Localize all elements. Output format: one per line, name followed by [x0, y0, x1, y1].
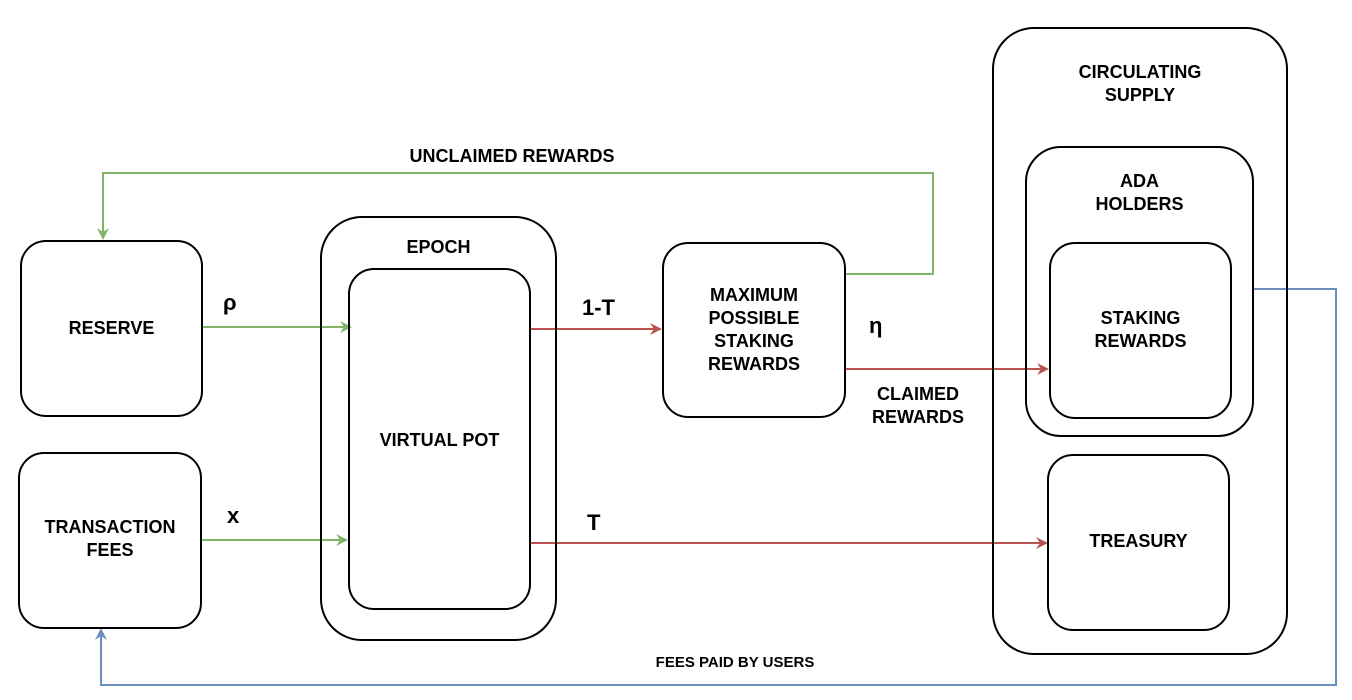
edge-fees-paid-to-fees [95, 288, 1337, 686]
one-minus-t-label: 1-T [582, 295, 615, 320]
treasury-box [1047, 454, 1230, 631]
staking-rewards-label: STAKING REWARDS [1094, 308, 1187, 351]
epoch-label: EPOCH [406, 237, 471, 257]
t-label: T [587, 510, 601, 535]
virtual-pot-box [348, 268, 531, 610]
circulating-supply-label: CIRCULATING SUPPLY [1078, 62, 1202, 105]
ada-holders-box [1025, 146, 1254, 437]
reserve-box [20, 240, 203, 417]
claimed-rewards-label: CLAIMED REWARDS [871, 384, 964, 427]
max-rewards-box [662, 242, 846, 418]
unclaimed-rewards-label: UNCLAIMED REWARDS [409, 146, 615, 166]
transaction-fees-label: TRANSACTION FEES [44, 517, 176, 560]
edge-unclaimed-to-reserve [97, 172, 934, 275]
treasury-label: TREASURY [1089, 531, 1188, 551]
eta-label: η [869, 313, 883, 338]
circulating-supply-box [992, 27, 1288, 655]
transaction-fees-box [18, 452, 202, 629]
max-rewards-label: MAXIMUM POSSIBLE STAKING REWARDS [707, 285, 800, 374]
reserve-label: RESERVE [68, 318, 155, 338]
virtual-pot-label: VIRTUAL POT [379, 430, 500, 450]
x-label: x [227, 503, 240, 528]
staking-rewards-box [1049, 242, 1232, 419]
epoch-box [320, 216, 557, 641]
ada-holders-label: ADA HOLDERS [1095, 171, 1184, 214]
fees-paid-by-users-label: FEES PAID BY USERS [655, 654, 815, 671]
rho-label: ρ [223, 290, 237, 315]
